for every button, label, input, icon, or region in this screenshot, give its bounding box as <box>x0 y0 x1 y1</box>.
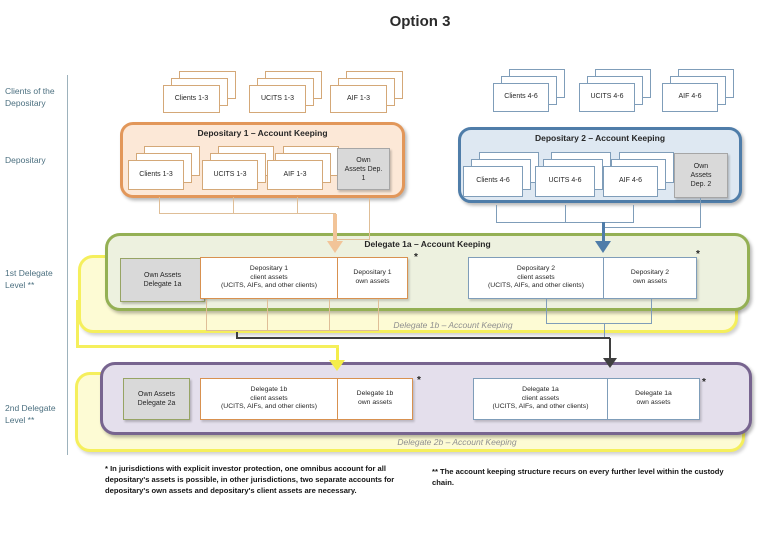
connector-line <box>378 299 379 330</box>
dep1-client-assets-box: Depositary 1 client assets (UCITS, AIFs,… <box>201 258 338 298</box>
footnote-left: * In jurisdictions with explicit investo… <box>105 464 395 495</box>
stack-card-label: Clients 1-3 <box>128 160 184 190</box>
connector-line <box>565 205 566 222</box>
connector-line <box>546 323 652 324</box>
arrow-shaft-black <box>609 338 611 360</box>
connector-line <box>604 227 701 228</box>
footnote-marker: * <box>417 375 421 386</box>
connector-line <box>76 345 339 348</box>
stack-card-label: UCITS 1-3 <box>202 160 258 190</box>
connector-line <box>700 198 701 228</box>
dep2-assets-pair: Depositary 2 client assets (UCITS, AIFs,… <box>468 257 697 299</box>
connector-line <box>496 205 497 222</box>
footnote-marker: * <box>702 377 706 388</box>
arrow-down-yellow-icon <box>329 360 345 371</box>
footnote-right: ** The account keeping structure recurs … <box>432 467 724 487</box>
connector-line <box>604 323 605 338</box>
arrow-down-blue-icon <box>595 241 611 253</box>
arrow-shaft-yellow <box>336 348 339 362</box>
delegate-1b-client-assets-box: Delegate 1b client assets (UCITS, AIFs, … <box>201 379 338 419</box>
connector-line <box>369 198 370 240</box>
delegate-1a-own-assets-box: Own Assets Delegate 1a <box>120 258 205 302</box>
arrow-shaft-blue <box>602 222 605 243</box>
connector-line <box>651 299 652 323</box>
stack-card-label: AIF 1-3 <box>267 160 323 190</box>
connector-line <box>159 197 160 213</box>
label-second-delegate-level: 2nd Delegate Level ** <box>5 403 56 425</box>
stack-card-label: AIF 4-6 <box>662 83 718 112</box>
dep2-client-assets-box: Depositary 2 client assets (UCITS, AIFs,… <box>469 258 604 298</box>
stack-card-label: AIF 4-6 <box>603 166 658 197</box>
connector-line <box>267 299 268 330</box>
delegate-1b-own-assets-cell: Delegate 1b own assets <box>356 390 394 406</box>
connector-line <box>236 332 238 338</box>
connector-line <box>206 330 379 331</box>
connector-line <box>233 197 234 213</box>
connector-line <box>335 239 370 240</box>
footnote-marker: * <box>696 249 700 260</box>
delegate-2b-band-title: Delegate 2b – Account Keeping <box>397 437 517 447</box>
arrow-shaft-orange <box>333 214 337 242</box>
connector-line <box>206 300 207 330</box>
delegate-1a-title: Delegate 1a – Account Keeping <box>364 239 491 249</box>
connector-line <box>546 299 547 323</box>
label-first-delegate-level: 1st Delegate Level ** <box>5 268 53 290</box>
delegate-1a-client-assets-box: Delegate 1a client assets (UCITS, AIFs, … <box>474 379 608 419</box>
delegate-1a-own-assets-cell: Delegate 1a own assets <box>635 390 672 406</box>
slide-title: Option 3 <box>389 13 451 30</box>
delegate-1a-assets-pair: Delegate 1a client assets (UCITS, AIFs, … <box>473 378 700 420</box>
dep1-own-assets-cell: Depositary 1 own assets <box>353 269 392 285</box>
connector-line <box>496 222 634 223</box>
label-clients-of-depositary: Clients of the Depositary <box>5 86 55 108</box>
connector-line <box>633 205 634 222</box>
label-depositary: Depositary <box>5 155 46 165</box>
stack-card-label: UCITS 1-3 <box>249 85 306 113</box>
dep2-own-assets-box: Own Assets Dep. 2 <box>674 153 728 198</box>
stack-card-label: Clients 4-6 <box>493 83 549 112</box>
connector-line <box>329 299 330 330</box>
stack-card-label: AIF 1-3 <box>330 85 387 113</box>
connector-line <box>76 300 79 348</box>
depositary2-title: Depositary 2 – Account Keeping <box>534 133 666 143</box>
stack-card-label: Clients 4-6 <box>463 166 523 197</box>
depositary1-title: Depositary 1 – Account Keeping <box>197 128 328 138</box>
row-label-divider-line <box>67 75 69 455</box>
dep1-assets-pair: Depositary 1 client assets (UCITS, AIFs,… <box>200 257 408 299</box>
connector-line <box>159 213 336 214</box>
dep1-own-assets-box: Own Assets Dep. 1 <box>337 148 390 190</box>
connector-line <box>236 337 610 339</box>
connector-line <box>297 197 298 213</box>
delegate-1b-band-title: Delegate 1b – Account Keeping <box>393 320 513 330</box>
footnote-marker: * <box>414 252 418 263</box>
delegate-2a-own-assets-box: Own Assets Delegate 2a <box>123 378 190 420</box>
arrow-down-orange-icon <box>327 241 343 253</box>
arrow-down-black-icon <box>603 358 617 368</box>
delegate-1b-assets-pair: Delegate 1b client assets (UCITS, AIFs, … <box>200 378 413 420</box>
stack-card-label: UCITS 4-6 <box>535 166 595 197</box>
stack-card-label: Clients 1-3 <box>163 85 220 113</box>
stack-card-label: UCITS 4-6 <box>579 83 635 112</box>
dep2-own-assets-cell: Depositary 2 own assets <box>630 269 670 285</box>
